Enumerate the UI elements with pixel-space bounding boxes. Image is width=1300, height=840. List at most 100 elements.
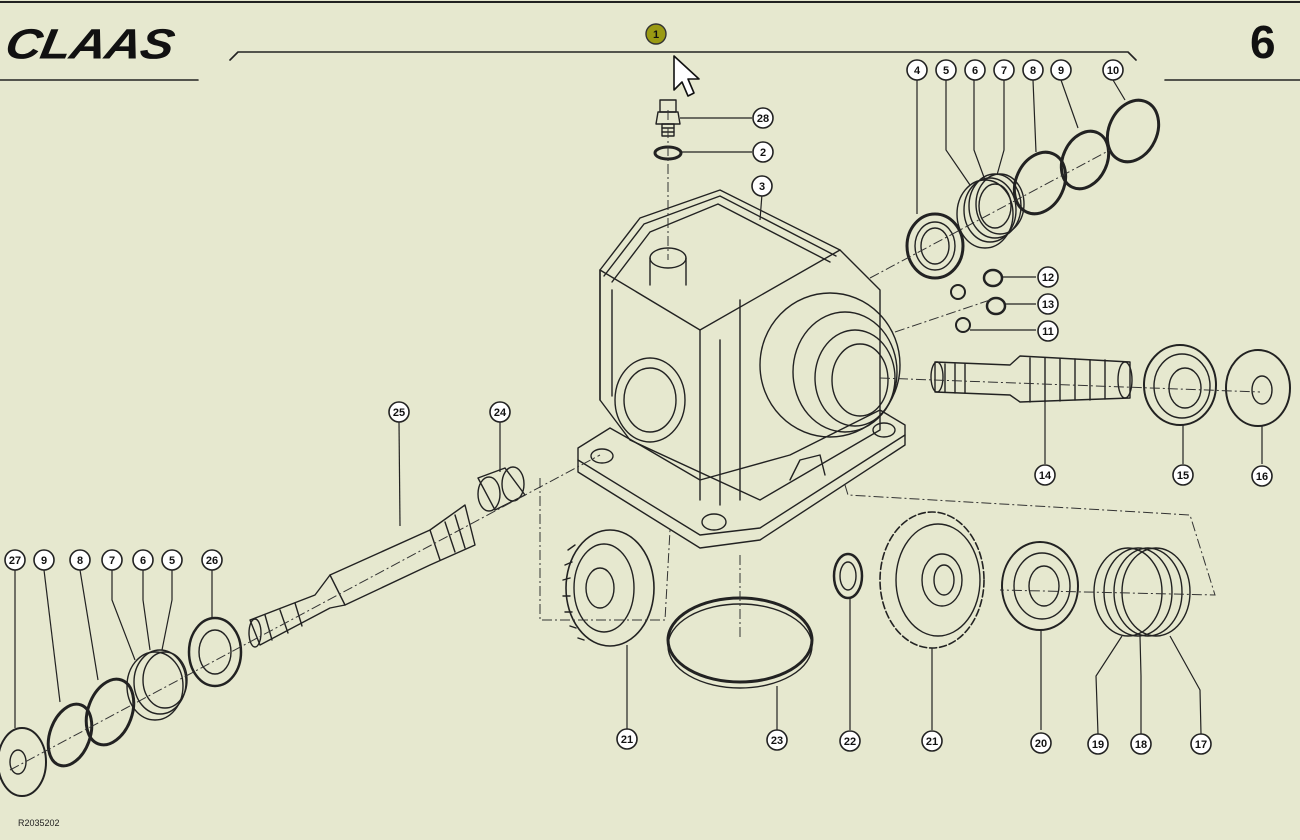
callout-16[interactable]: 16 — [1251, 465, 1273, 487]
callout-27[interactable]: 27 — [4, 549, 26, 571]
callout-18[interactable]: 18 — [1130, 733, 1152, 755]
leader-17 — [1169, 635, 1202, 735]
callout-text: 3 — [759, 181, 765, 193]
callout-text: 19 — [1092, 739, 1104, 751]
part-bearing-set-lower — [126, 649, 188, 721]
callout-text: 8 — [1030, 65, 1036, 77]
leader-6 — [973, 80, 986, 181]
callout-11[interactable]: 11 — [1037, 320, 1059, 342]
callout-text: 17 — [1195, 739, 1207, 751]
part-circlip-lower — [84, 677, 136, 747]
callout-17[interactable]: 17 — [1190, 733, 1212, 755]
part-spur-gear-right — [879, 511, 985, 649]
callout-5-lower[interactable]: 5 — [161, 549, 183, 571]
guide-line-lower-assembly — [844, 484, 1216, 596]
callout-21-right[interactable]: 21 — [921, 730, 943, 752]
leader-5b — [161, 570, 173, 651]
callout-text: 15 — [1177, 470, 1189, 482]
callout-text: 2 — [760, 147, 766, 159]
part-cover-disc-right — [1225, 349, 1291, 427]
callout-7[interactable]: 7 — [993, 59, 1015, 81]
callout-4[interactable]: 4 — [906, 59, 928, 81]
part-ball-bearing-right — [1143, 344, 1217, 426]
callout-text: 24 — [494, 407, 507, 419]
callout-text: 12 — [1042, 272, 1054, 284]
callout-6-lower[interactable]: 6 — [132, 549, 154, 571]
callout-1[interactable]: 1 — [645, 23, 667, 45]
leader-8b — [79, 569, 99, 681]
callout-12[interactable]: 12 — [1037, 266, 1059, 288]
claas-logo: CLAAS — [1, 20, 178, 68]
callout-26[interactable]: 26 — [201, 549, 223, 571]
part-gearbox-housing — [577, 189, 906, 549]
callout-2[interactable]: 2 — [752, 141, 774, 163]
callout-5[interactable]: 5 — [935, 59, 957, 81]
callout-text: 16 — [1256, 471, 1268, 483]
leader-19 — [1095, 635, 1123, 735]
part-shaft-seal-lower — [187, 616, 243, 688]
callout-25[interactable]: 25 — [388, 401, 410, 423]
callout-text: 5 — [943, 65, 949, 77]
callout-24[interactable]: 24 — [489, 401, 511, 423]
callout-text: 9 — [41, 555, 47, 567]
callout-text: 7 — [1001, 65, 1007, 77]
callout-13[interactable]: 13 — [1037, 293, 1059, 315]
leader-7 — [996, 80, 1005, 176]
callout-text: 10 — [1107, 65, 1119, 77]
callout-text: 6 — [140, 555, 146, 567]
guide-line-upper-shaft — [869, 149, 1111, 279]
leader-9 — [1060, 79, 1079, 129]
callout-text: 13 — [1042, 299, 1054, 311]
callout-7-lower[interactable]: 7 — [101, 549, 123, 571]
leader-10 — [1112, 79, 1126, 101]
callout-20[interactable]: 20 — [1030, 732, 1052, 754]
callout-19[interactable]: 19 — [1087, 733, 1109, 755]
part-ring-lower — [46, 702, 94, 768]
callout-text: 5 — [169, 555, 175, 567]
callout-3[interactable]: 3 — [751, 175, 773, 197]
callout-21-left[interactable]: 21 — [616, 728, 638, 750]
callout-text: 25 — [393, 407, 405, 419]
callout-15[interactable]: 15 — [1172, 464, 1194, 486]
callout-text: 4 — [914, 65, 921, 77]
leader-6b — [142, 570, 151, 651]
part-bevel-gear-left — [562, 529, 655, 647]
guide-line-bevel-gear — [539, 478, 671, 621]
callout-22[interactable]: 22 — [839, 730, 861, 752]
callout-text: 22 — [844, 736, 856, 748]
callout-text: 28 — [757, 113, 769, 125]
part-ball-bearing-lower — [1001, 541, 1079, 631]
callout-8[interactable]: 8 — [1022, 59, 1044, 81]
callout-labels: 1 28 2 3 4 5 6 7 8 9 10 12 13 11 14 15 1… — [4, 23, 1273, 755]
callout-6[interactable]: 6 — [964, 59, 986, 81]
callout-text: 8 — [77, 555, 83, 567]
callout-8-lower[interactable]: 8 — [69, 549, 91, 571]
page-number: 6 — [1250, 16, 1276, 68]
part-circlip-upper — [1012, 150, 1068, 216]
leader-3 — [759, 193, 763, 221]
part-small-washer — [832, 552, 864, 600]
callout-text: 9 — [1058, 65, 1064, 77]
mouse-cursor-icon — [673, 55, 700, 97]
callout-text: 18 — [1135, 739, 1147, 751]
callout-23[interactable]: 23 — [766, 729, 788, 751]
drawing-reference: R2035202 — [18, 818, 60, 828]
leader-9b — [43, 569, 61, 703]
callout-9-lower[interactable]: 9 — [33, 549, 55, 571]
part-cover-ring-upper — [1105, 98, 1161, 164]
callout-10[interactable]: 10 — [1102, 59, 1124, 81]
callout-14[interactable]: 14 — [1034, 464, 1056, 486]
callout-text: 11 — [1042, 326, 1054, 338]
callout-9[interactable]: 9 — [1050, 59, 1072, 81]
part-shaft-seal-upper — [905, 212, 965, 280]
part-breather-plug — [655, 99, 681, 137]
header-bracket — [229, 51, 1137, 61]
leader-18 — [1139, 635, 1142, 734]
part-ring-upper — [1059, 129, 1111, 191]
part-output-shaft — [248, 504, 476, 648]
callout-28[interactable]: 28 — [752, 107, 774, 129]
callout-text: 26 — [206, 555, 218, 567]
callout-text: 14 — [1039, 470, 1052, 482]
